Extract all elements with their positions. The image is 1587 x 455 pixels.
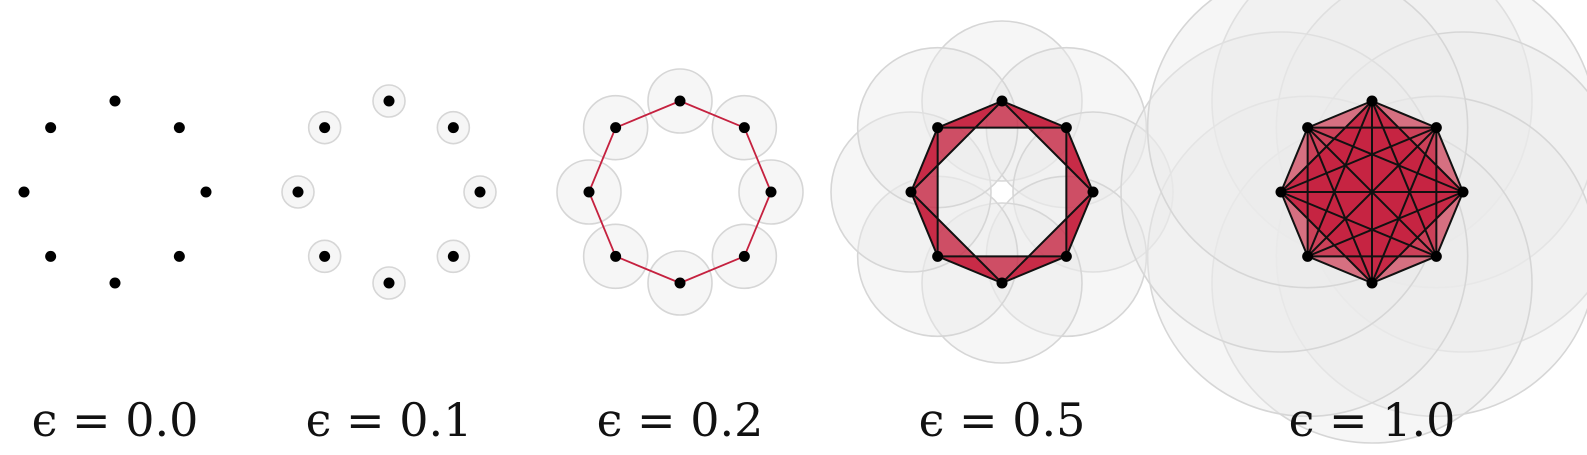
- simplex-edge: [1435, 191, 1464, 257]
- simplex-edge: [1307, 126, 1464, 193]
- simplex-edge: [588, 191, 617, 257]
- vertex-point: [292, 186, 304, 198]
- vertex-point: [200, 186, 212, 198]
- vertex-point: [1430, 122, 1442, 134]
- vertex-point: [1366, 95, 1378, 107]
- vertex-point: [109, 277, 121, 289]
- simplex-edge: [743, 127, 772, 193]
- vertex-point: [173, 122, 185, 134]
- simplex-edge: [910, 100, 1003, 193]
- vertex-point: [674, 277, 686, 289]
- vertex-point: [674, 95, 686, 107]
- vertex-point: [738, 250, 750, 262]
- vertex-point: [583, 186, 595, 198]
- simplex-edge: [1280, 191, 1309, 257]
- simplex-edge: [1371, 100, 1437, 129]
- simplex-edge: [1307, 100, 1373, 129]
- vertex-point: [996, 95, 1008, 107]
- vertex-point: [1302, 122, 1314, 134]
- caption-epsilon-0: ϵ = 0.0: [32, 393, 199, 447]
- vertex-point: [447, 122, 459, 134]
- simplex-edge: [1001, 100, 1067, 129]
- simplex-face: [937, 101, 1067, 128]
- panel-epsilon-3: [830, 20, 1174, 364]
- simplex-edge: [937, 255, 1003, 284]
- vertex-point: [173, 250, 185, 262]
- vertex-point: [45, 122, 57, 134]
- panel-epsilon-1: [281, 84, 497, 300]
- vertex-point: [1457, 186, 1469, 198]
- simplex-edge: [910, 191, 1003, 284]
- simplex-edge: [743, 191, 772, 257]
- vertex-point: [1060, 122, 1072, 134]
- vertex-point: [383, 277, 395, 289]
- vertex-point: [1366, 277, 1378, 289]
- vertex-point: [18, 186, 30, 198]
- vertex-point: [1275, 186, 1287, 198]
- simplex-edge: [679, 100, 745, 129]
- simplex-edge: [615, 100, 681, 129]
- vertex-point: [109, 95, 121, 107]
- vertex-point: [610, 250, 622, 262]
- vertex-point: [1302, 250, 1314, 262]
- vertex-point: [765, 186, 777, 198]
- simplex-edge: [1435, 127, 1464, 193]
- panel-epsilon-4: [1120, 0, 1587, 444]
- simplex-edge: [1065, 191, 1094, 257]
- simplex-edge: [615, 255, 681, 284]
- vertex-point: [932, 122, 944, 134]
- vertex-point: [905, 186, 917, 198]
- simplex-edge: [1280, 127, 1309, 193]
- vertex-point: [474, 186, 486, 198]
- vertex-point: [319, 122, 331, 134]
- vertex-point: [383, 95, 395, 107]
- simplex-edge: [1371, 255, 1437, 284]
- vertex-point: [738, 122, 750, 134]
- vertex-point: [996, 277, 1008, 289]
- vertex-point: [932, 250, 944, 262]
- simplex-edge: [1001, 191, 1094, 284]
- vertex-point: [610, 122, 622, 134]
- panel-epsilon-0: [18, 95, 212, 289]
- simplex-edge: [1001, 255, 1067, 284]
- simplex-edge: [1280, 191, 1373, 284]
- vertex-point: [1430, 250, 1442, 262]
- simplex-edge: [910, 191, 939, 257]
- vertex-point: [45, 250, 57, 262]
- simplex-edge: [1001, 100, 1094, 193]
- panel-epsilon-2: [556, 68, 804, 316]
- simplex-edge: [937, 100, 1003, 129]
- caption-epsilon-1: ϵ = 0.1: [306, 393, 473, 447]
- vertex-point: [1087, 186, 1099, 198]
- simplex-edge: [910, 127, 939, 193]
- simplex-edge: [1306, 126, 1438, 258]
- vertex-point: [319, 250, 331, 262]
- caption-epsilon-3: ϵ = 0.5: [919, 393, 1086, 447]
- simplex-edge: [679, 255, 745, 284]
- simplex-edge: [1306, 127, 1373, 284]
- simplex-edge: [1307, 255, 1373, 284]
- vertex-point: [1060, 250, 1072, 262]
- simplex-edge: [588, 127, 617, 193]
- caption-epsilon-2: ϵ = 0.2: [597, 393, 764, 447]
- caption-epsilon-4: ϵ = 1.0: [1289, 393, 1456, 447]
- simplex-edge: [1065, 127, 1094, 193]
- vertex-point: [447, 250, 459, 262]
